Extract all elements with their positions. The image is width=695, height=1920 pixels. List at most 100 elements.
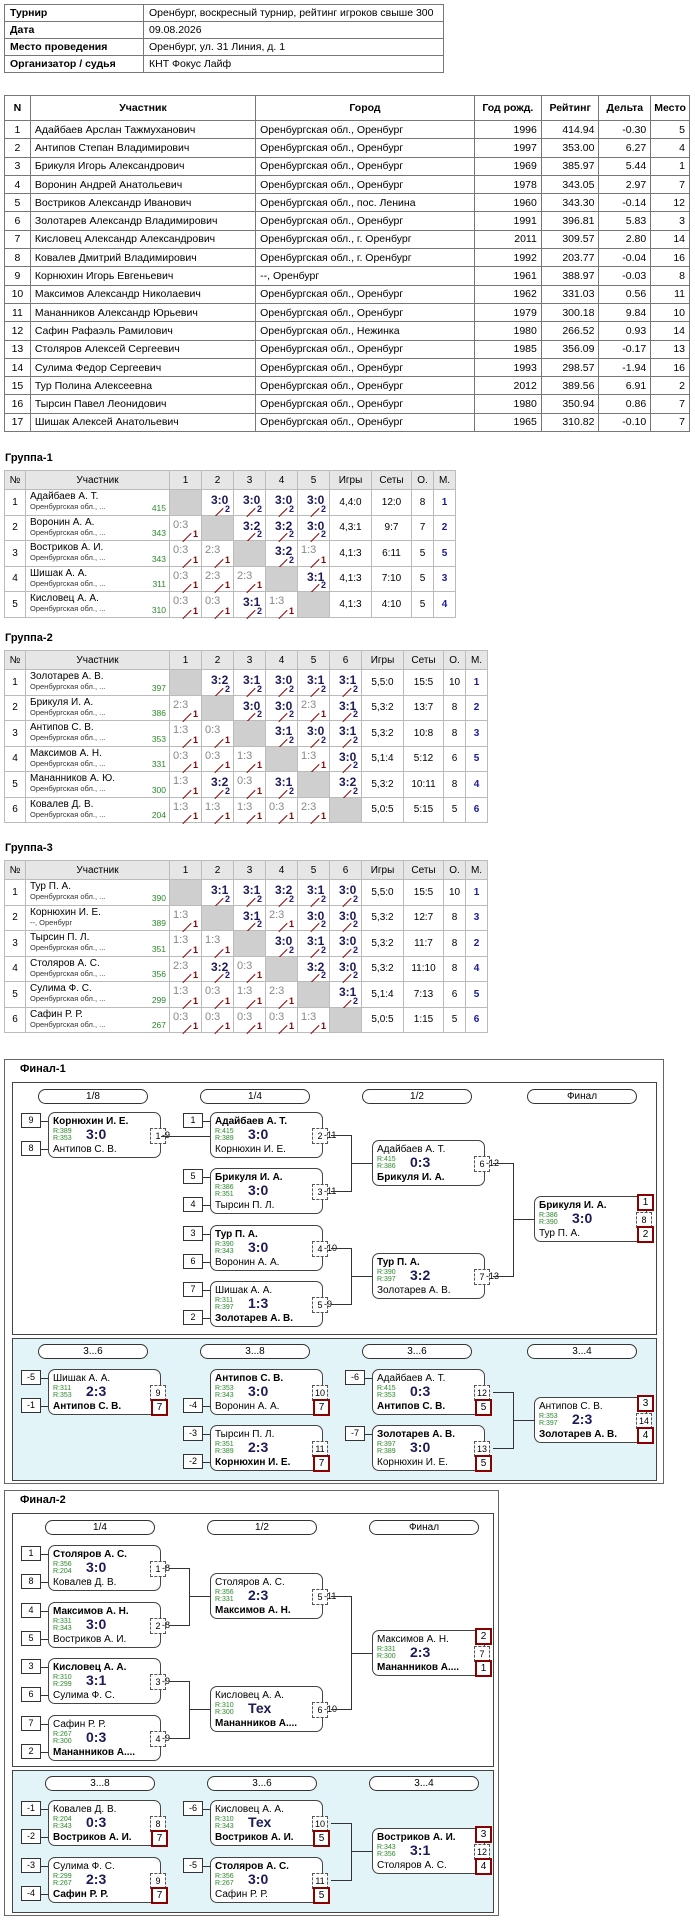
player-two: Корнюхин И. Е.	[215, 1457, 291, 1468]
row-no: 2	[4, 514, 26, 541]
participant-cell: Столяров Алексей Сергеевич	[29, 339, 257, 359]
row-no: 4	[4, 955, 26, 982]
rating-two: R:343	[215, 1392, 234, 1399]
player-one: Адайбаев А. Т.	[377, 1373, 446, 1384]
header-points: О.	[411, 470, 434, 490]
match-score: 3:0	[248, 1871, 269, 1887]
player-two: Тур П. А.	[539, 1228, 580, 1239]
match-points: 2	[256, 919, 262, 929]
player-cell: Сулима Ф. С.Оренбургская обл., ...299	[25, 981, 170, 1008]
participant-cell: 356.09	[540, 339, 600, 359]
player-two: Востриков А. И.	[53, 1832, 132, 1843]
header-games: Игры	[361, 860, 404, 880]
participant-cell: Шишак Алексей Анатольевич	[29, 412, 257, 433]
final-place: 5	[475, 1399, 492, 1416]
match-number: 3	[312, 1184, 328, 1200]
participant-cell: 4	[650, 138, 690, 158]
rating-one: R:386	[215, 1184, 234, 1191]
match-points: 1	[224, 1021, 230, 1031]
upper-bracket	[12, 1082, 657, 1335]
participant-cell: 1979	[473, 302, 542, 323]
match-score: 3:2	[275, 518, 293, 533]
rating-one: R:353	[539, 1413, 558, 1420]
match-points: 2	[256, 605, 262, 616]
rating-two: R:300	[53, 1738, 72, 1745]
points-cell: 5	[411, 540, 434, 567]
points-cell: 6	[443, 981, 466, 1008]
player-one: Адайбаев А. Т.	[377, 1144, 446, 1155]
sets-cell: 15:5	[403, 669, 444, 696]
rating-two: R:353	[53, 1135, 72, 1142]
rating-two: R:267	[215, 1880, 234, 1887]
bracket-line	[203, 1262, 210, 1263]
entry-seed: -6	[183, 1801, 203, 1816]
match-score: 2:3	[237, 569, 253, 582]
player-name: Ковалев Д. В.	[30, 798, 94, 810]
points-cell: 7	[411, 514, 434, 541]
rating-two: R:356	[377, 1851, 396, 1858]
info-value: Оренбург, воскресный турнир, рейтинг игр…	[143, 4, 444, 22]
participant-cell: 266.52	[540, 321, 600, 341]
final-place: 7	[151, 1887, 168, 1904]
player-name: Адайбаев А. Т.	[30, 491, 99, 503]
info-label: Организатор / судья	[4, 55, 144, 73]
match-points: 1	[288, 919, 294, 929]
match-points: 2	[320, 919, 326, 929]
final-place: 5	[475, 1455, 492, 1472]
header-opponent: 2	[201, 860, 234, 880]
header-opponent: 3	[233, 470, 266, 490]
player-city: Оренбургская обл., ...	[30, 502, 106, 512]
participant-cell: Брикуля Игорь Александрович	[29, 156, 257, 176]
participant-cell: Оренбургская обл., Оренбург	[255, 412, 475, 433]
header-opponent: 2	[201, 650, 234, 670]
info-value: Оренбург, ул. 31 Линия, д. 1	[143, 38, 444, 56]
diagonal-cell	[265, 565, 298, 592]
match-points: 1	[320, 811, 326, 821]
match-score: 3:2	[410, 1267, 431, 1283]
participant-cell: 353.00	[540, 138, 600, 158]
match-score: 3:0	[275, 673, 293, 687]
bracket-line	[203, 1290, 210, 1291]
games-cell: 5,5:0	[361, 669, 404, 696]
match-score: 3:1	[86, 1672, 107, 1688]
bracket-line	[169, 1681, 189, 1682]
participant-cell: 1965	[473, 412, 542, 433]
match-score: 3:2	[211, 775, 229, 789]
player-cell: Ковалев Д. В.Оренбургская обл., ...204	[25, 796, 170, 823]
player-rating: 331	[151, 759, 166, 769]
participant-cell: 7	[650, 412, 690, 433]
diagonal-cell	[201, 514, 234, 541]
player-rating: 299	[151, 994, 166, 1005]
rating-one: R:351	[215, 1441, 234, 1448]
points-cell: 5	[411, 565, 434, 592]
match-points: 2	[288, 683, 294, 694]
match-score: 3:0	[86, 1559, 107, 1575]
sets-cell: 4:10	[371, 591, 412, 618]
participant-cell: 396.81	[540, 211, 600, 231]
player-one: Столяров А. С.	[53, 1549, 127, 1560]
participant-cell: 14	[650, 229, 690, 250]
games-cell: 4,3:1	[329, 514, 372, 541]
header-opponent: 3	[233, 650, 266, 670]
